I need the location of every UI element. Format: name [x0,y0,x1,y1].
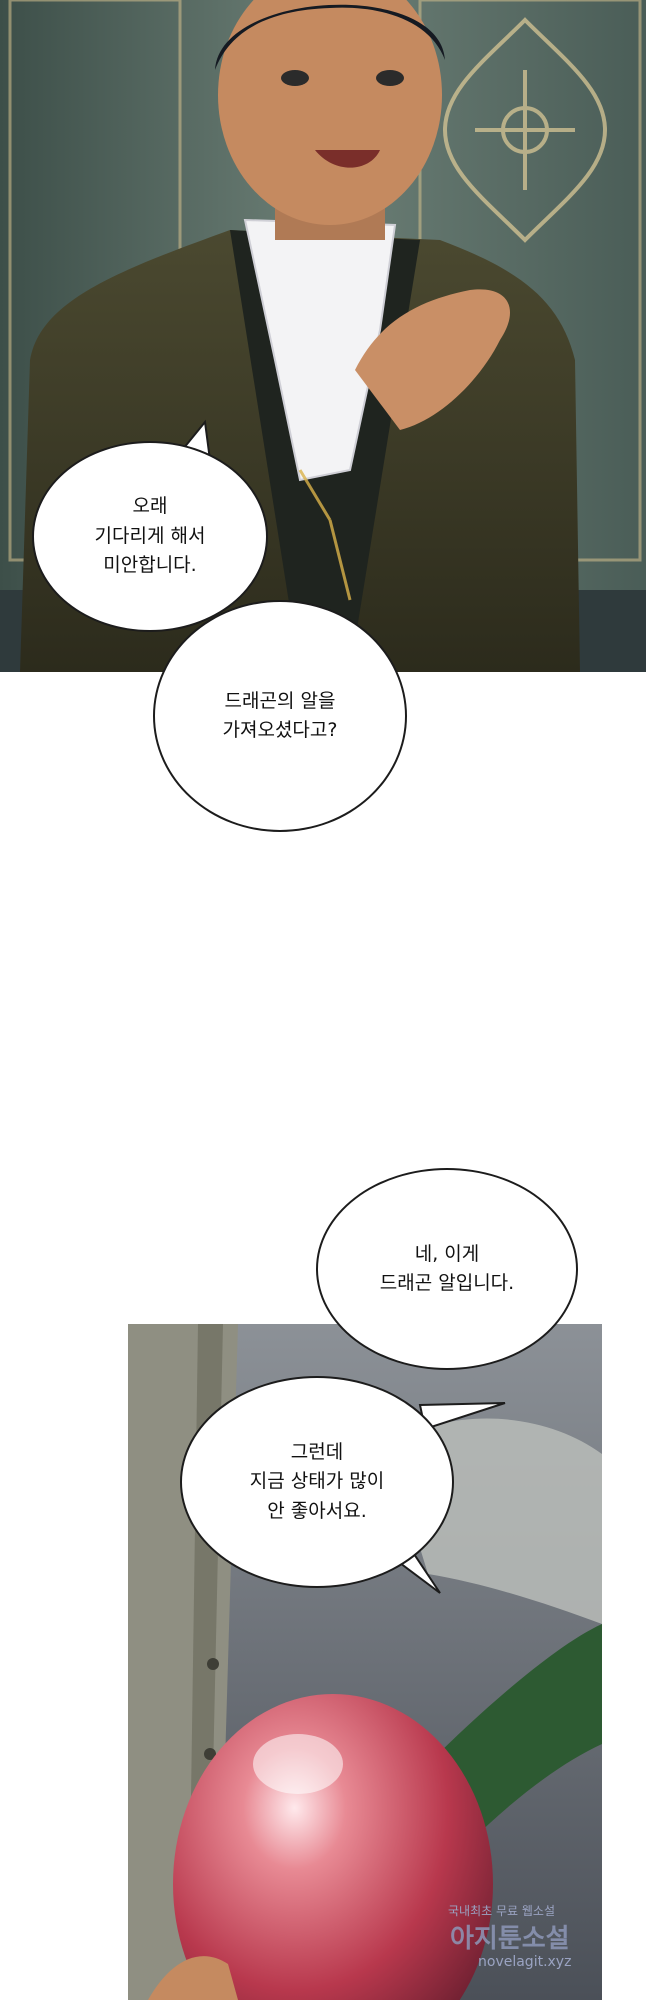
hand-holding-egg [148,1956,238,2000]
speech-bubble-1-text: 오래 기다리게 해서 미안합니다. [94,495,206,577]
speech-bubble-4-text: 그런데 지금 상태가 많이 안 좋아서요. [249,1440,385,1522]
speech-bubble-4: 그런데 지금 상태가 많이 안 좋아서요. [180,1376,454,1588]
speech-bubble-3-text: 네, 이게 드래곤 알입니다. [379,1242,515,1294]
face [218,0,442,225]
speech-bubble-2: 드래곤의 알을 가져오셨다고? [153,600,407,832]
hand [355,289,510,430]
watermark: 국내최초 무료 웹소설 아지툰소설 novelagit.xyz [448,1902,628,1982]
speech-bubble-2-text: 드래곤의 알을 가져오셨다고? [222,689,338,741]
watermark-url: novelagit.xyz [478,1954,572,1970]
dragon-egg [173,1694,493,2000]
smiling-mouth [315,150,380,168]
coat-button [204,1748,216,1760]
cravat [243,218,397,482]
coat-button [207,1658,219,1670]
speech-bubble-1: 오래 기다리게 해서 미안합니다. [32,441,268,632]
comic-panel-1: 오래 기다리게 해서 미안합니다. [0,0,646,672]
watermark-brand: 아지툰소설 [450,1924,570,1954]
gold-chain [298,469,352,601]
speech-bubble-3: 네, 이게 드래곤 알입니다. [316,1168,578,1370]
wall-ornament [442,17,608,243]
watermark-tagline: 국내최초 무료 웹소설 [448,1904,555,1918]
